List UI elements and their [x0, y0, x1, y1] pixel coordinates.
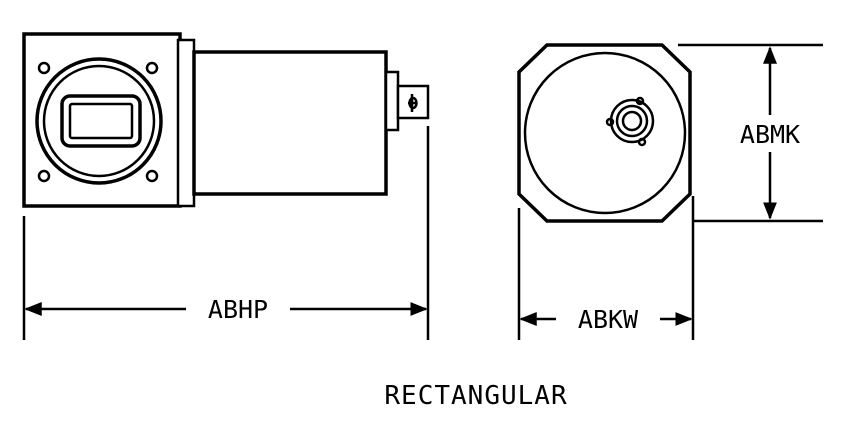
- connector-flange: [384, 70, 400, 132]
- connector-ring-inner: [621, 110, 643, 132]
- end-view-body-circle: [523, 51, 687, 215]
- waveguide-port-outer: [60, 94, 142, 148]
- end-view-octagon: [517, 43, 692, 223]
- connector-screw-top: [635, 96, 645, 106]
- waveguide-port-inner: [68, 102, 134, 140]
- height-label: ABMK: [740, 120, 800, 149]
- length-dimension: ABHP: [22, 126, 430, 340]
- length-label: ABHP: [208, 295, 268, 324]
- connector-screw-left: [605, 117, 615, 127]
- mounting-hole-bottom-left: [37, 169, 51, 183]
- height-dimension: ABMK: [678, 43, 823, 223]
- side-view: [22, 32, 430, 208]
- diagram-caption: RECTANGULAR: [384, 381, 567, 411]
- width-dimension: ABKW: [517, 196, 695, 340]
- mounting-hole-top-right: [145, 61, 159, 75]
- width-label: ABKW: [578, 305, 639, 334]
- end-view: [517, 43, 692, 223]
- component-body: [192, 50, 388, 196]
- connector-ring-middle: [615, 104, 649, 138]
- port-boss-inner: [42, 64, 156, 178]
- mounting-hole-top-left: [37, 61, 51, 75]
- connector-nut: [408, 96, 418, 110]
- flange-edge: [176, 38, 196, 208]
- connector-ring-outer: [609, 98, 655, 144]
- connector-screw-bottom: [637, 137, 647, 147]
- port-boss-outer: [35, 57, 163, 185]
- mounting-hole-bottom-right: [145, 169, 159, 183]
